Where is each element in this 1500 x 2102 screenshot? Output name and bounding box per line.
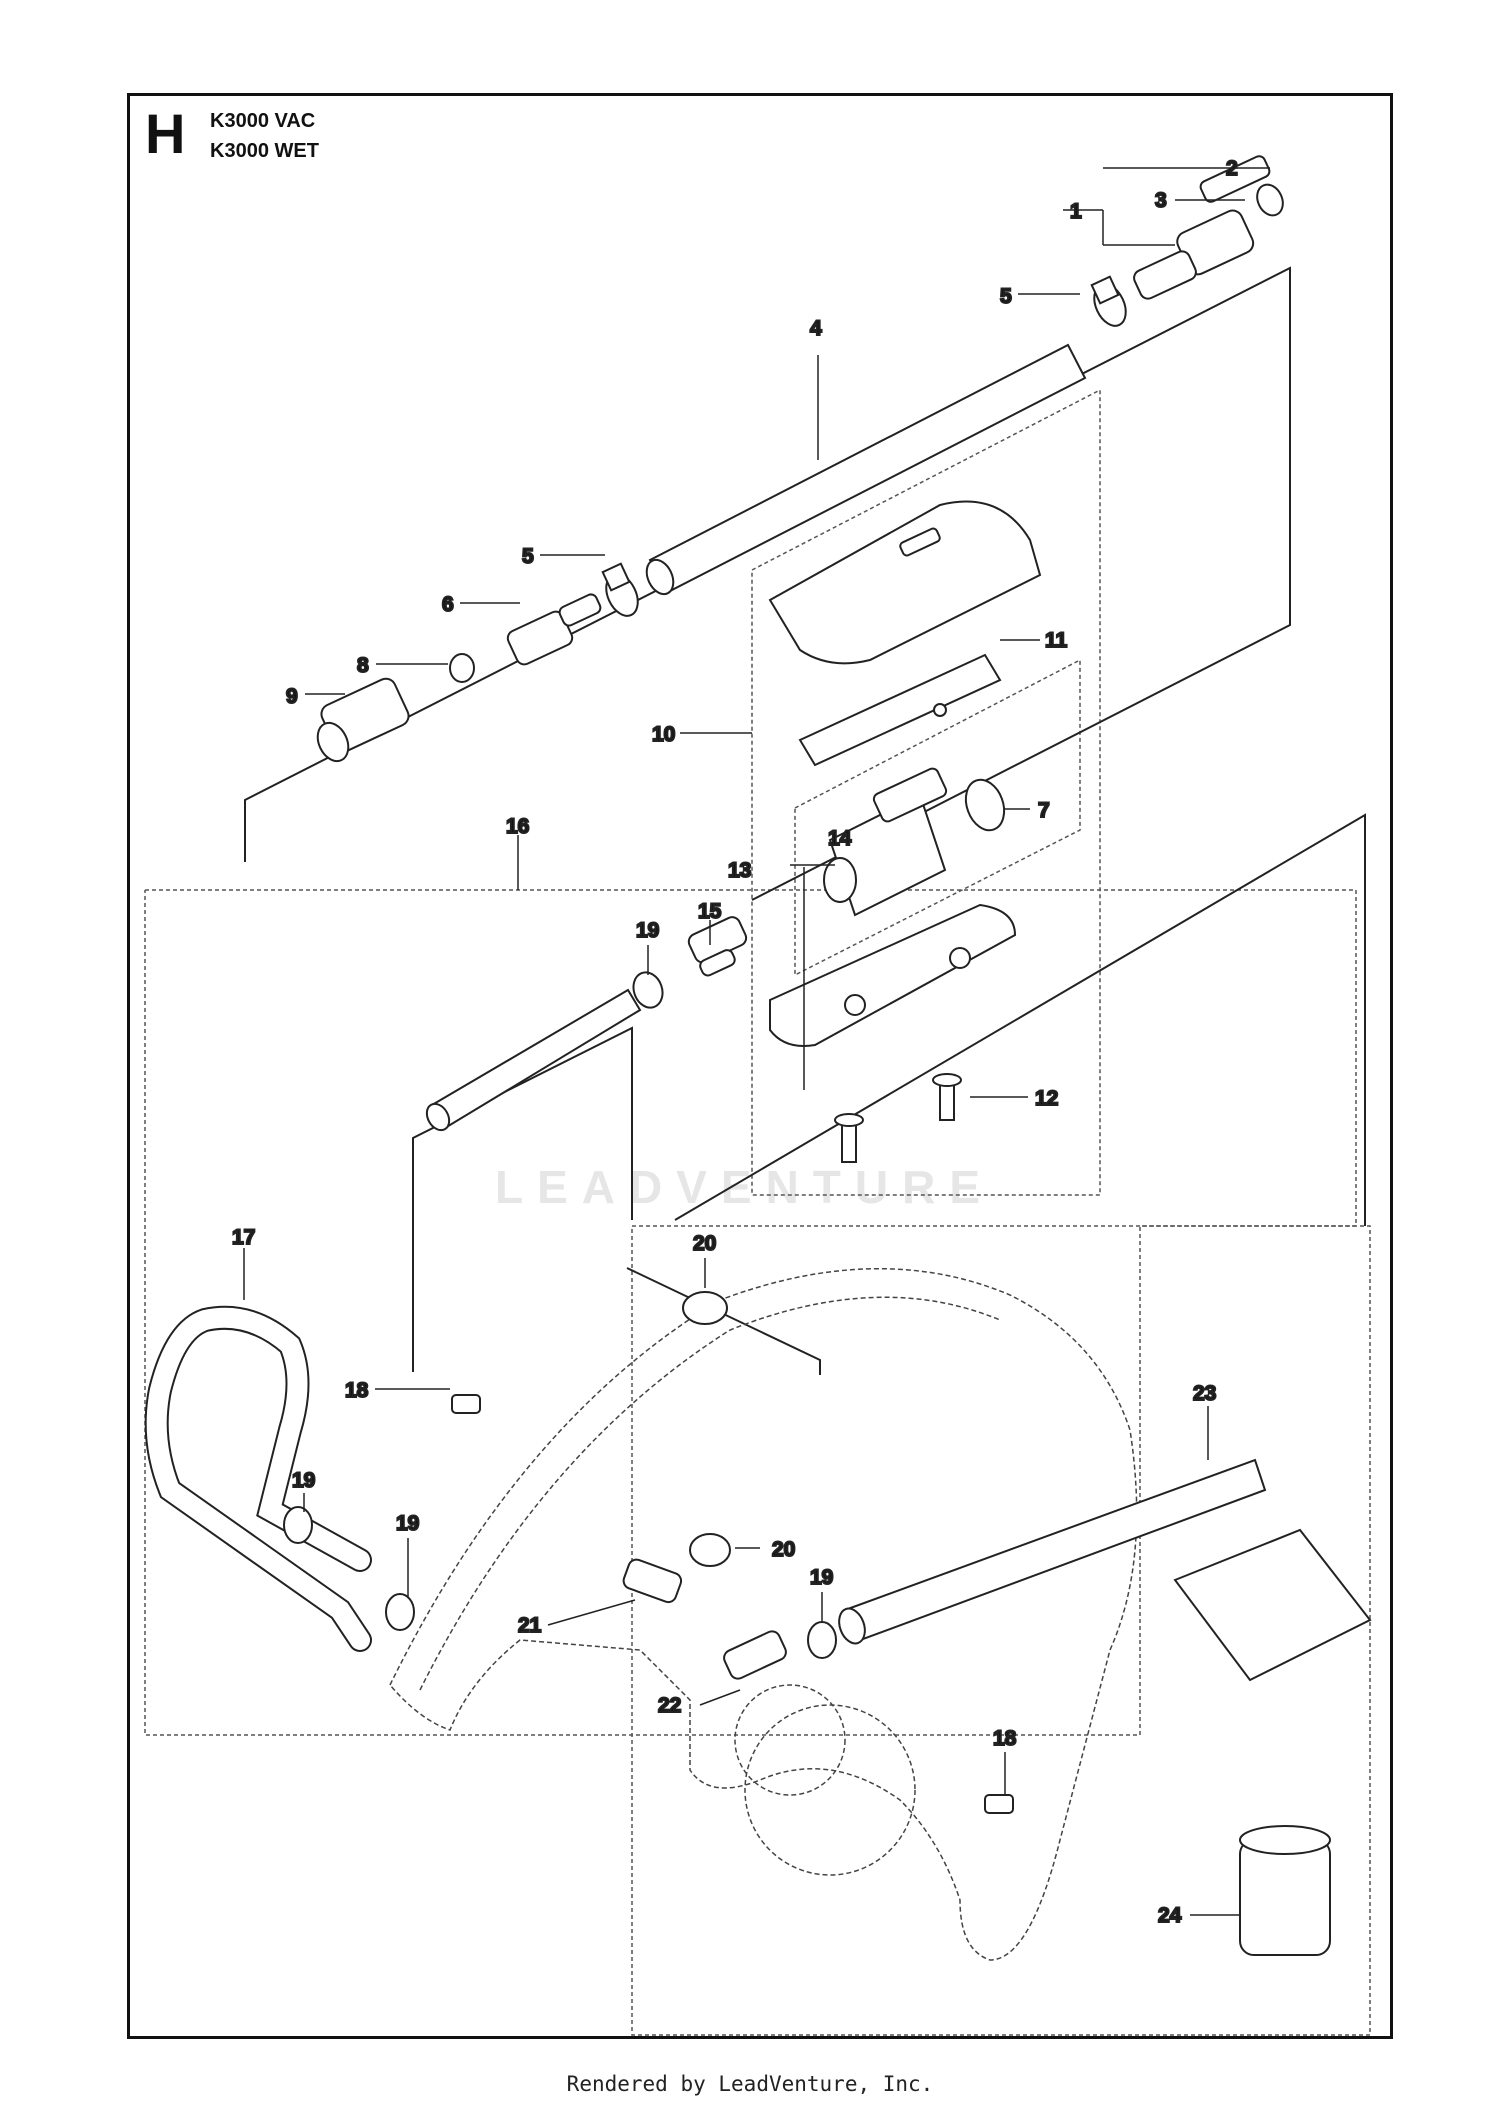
- callout-5a: 5: [1000, 285, 1012, 308]
- callout-8: 8: [357, 654, 369, 677]
- callout-19c: 19: [396, 1512, 419, 1535]
- part-bracket-11: [798, 653, 1002, 767]
- callout-10: 10: [652, 723, 675, 746]
- callout-15: 15: [698, 900, 722, 923]
- part-clamp-19-upper: [632, 971, 664, 1009]
- part-valve-14: [823, 767, 948, 917]
- callout-18b: 18: [993, 1727, 1017, 1750]
- assembly-lines: [244, 266, 1366, 1375]
- group-13-boundary: [794, 658, 1081, 977]
- callout-22: 22: [658, 1694, 681, 1717]
- diagram-frame: [127, 93, 1393, 2039]
- part-plug-20: [682, 1291, 731, 1567]
- callout-5b: 5: [522, 545, 534, 568]
- callout-labels: 1 2 3 4 5 5 6 7 8 9 10 11 12 13 14 15 16…: [231, 156, 1239, 1928]
- blade-guard-outline: [389, 1268, 1138, 1961]
- part-guard-bracket: [1173, 1528, 1372, 1682]
- callout-1: 1: [1070, 200, 1082, 223]
- part-hose-4: [645, 343, 1087, 596]
- parts-diagram: 1 2 3 4 5 5 6 7 8 9 10 11 12 13 14 15 16…: [144, 155, 1372, 2036]
- callout-7: 7: [1038, 799, 1050, 822]
- group-10-boundary: [751, 388, 1101, 1196]
- part-elbow-22: [723, 1630, 787, 1680]
- part-ring-8: [449, 653, 475, 683]
- part-elbow-21: [622, 1558, 683, 1604]
- part-valve-cover-10: [768, 500, 1042, 665]
- callout-19a: 19: [636, 919, 659, 942]
- assembly-line-c: [412, 1026, 633, 1372]
- model-name-vac: K3000 VAC: [210, 110, 316, 132]
- part-clamp-19-b: [385, 1593, 415, 1631]
- part-oring-7: [964, 778, 1006, 832]
- assembly-line-a: [244, 266, 1291, 901]
- callout-16: 16: [506, 815, 529, 838]
- callout-2: 2: [1226, 157, 1238, 180]
- footer-credit: Rendered by LeadVenture, Inc.: [566, 2072, 934, 2096]
- part-screw-12: [834, 1073, 962, 1163]
- part-handle-base-12: [769, 903, 1017, 1047]
- group-boundaries: [144, 388, 1371, 2036]
- section-letter: H: [145, 102, 186, 165]
- callout-20b: 20: [772, 1538, 795, 1561]
- part-screw-18: [451, 1394, 1014, 1814]
- callout-24: 24: [1158, 1904, 1182, 1927]
- assembly-line-d: [626, 1267, 821, 1375]
- callout-20a: 20: [693, 1232, 716, 1255]
- callout-6: 6: [442, 593, 454, 616]
- callout-9: 9: [286, 685, 298, 708]
- callout-13: 13: [728, 859, 751, 882]
- part-hose-16: [425, 988, 642, 1132]
- callout-17: 17: [232, 1226, 255, 1249]
- leader-lines: [243, 167, 1270, 1916]
- callout-14: 14: [828, 827, 852, 850]
- callout-11: 11: [1045, 629, 1068, 652]
- callout-19d: 19: [810, 1566, 833, 1589]
- part-clamp-5-left: [601, 562, 639, 617]
- part-nut-9: [316, 677, 410, 763]
- part-coupling-24: [1239, 1825, 1331, 1956]
- group-16-boundary: [144, 889, 1357, 1736]
- callout-19b: 19: [292, 1469, 315, 1492]
- part-clamp-19-a: [283, 1506, 313, 1544]
- callout-3: 3: [1155, 189, 1167, 212]
- callout-23: 23: [1193, 1382, 1216, 1405]
- part-hose-23: [838, 1458, 1267, 1645]
- callout-21: 21: [518, 1614, 542, 1637]
- callout-12: 12: [1035, 1087, 1058, 1110]
- part-fitting-6: [506, 593, 602, 666]
- part-clamp-5-top: [1090, 275, 1127, 327]
- assembly-line-b: [674, 813, 1366, 1226]
- part-hose-17-inner: [146, 1307, 370, 1650]
- model-name-wet: K3000 WET: [210, 140, 319, 162]
- group-23-boundary: [631, 1225, 1371, 2036]
- part-fitting-1: [1133, 155, 1284, 300]
- callout-18a: 18: [345, 1379, 369, 1402]
- watermark: LEADVENTURE: [495, 1161, 995, 1213]
- part-clamp-19-c: [807, 1621, 837, 1659]
- callout-4: 4: [810, 317, 822, 340]
- part-nipple-15: [687, 916, 748, 977]
